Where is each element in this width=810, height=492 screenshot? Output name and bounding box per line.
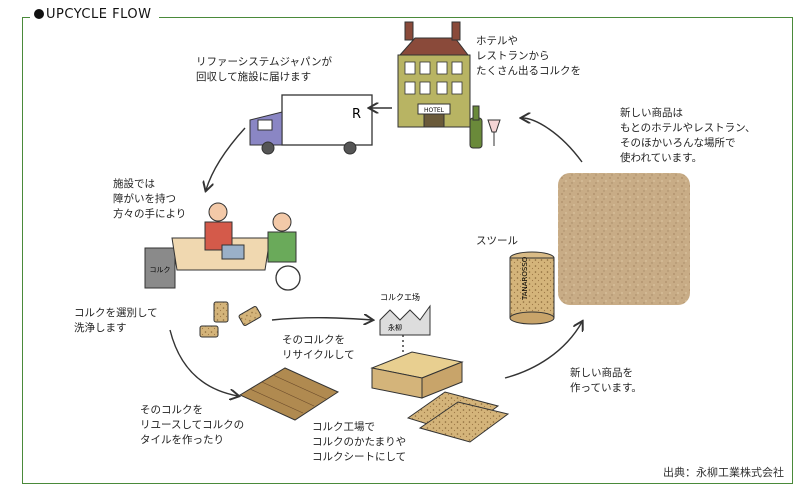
cork-tiles <box>238 367 340 421</box>
arrow-truck-to-facility <box>206 127 246 190</box>
flow-header: UPCYCLE FLOW <box>30 7 160 22</box>
wine-bottle-icon <box>469 105 501 149</box>
arrow-sheets-to-product <box>504 322 582 379</box>
box-label: コルク <box>150 266 171 274</box>
source-credit: 出典：永柳工業株式会社 <box>663 466 784 479</box>
truck-logo: R <box>352 107 361 122</box>
caption-new-product: 新しい商品はもとのホテルやレストラン、 そのほかいろんな場所で使われています。 <box>620 107 756 164</box>
arrow-sort-to-factory <box>271 318 372 320</box>
cork-block <box>370 351 464 399</box>
cork-pieces <box>199 301 262 338</box>
stool-brand: TANAROSSO <box>521 256 529 301</box>
caption-reuse: そのコルクをリユースしてコルクのタイルを作ったり <box>140 404 245 446</box>
factory-icon: 永柳 コルクエ场 <box>379 293 431 336</box>
header-title: UPCYCLE FLOW <box>46 7 152 22</box>
caption-sort: コルクを選別して洗浄します <box>74 307 158 334</box>
caption-recycle: そのコルクをリサイクルして <box>282 334 355 361</box>
caption-stool: スツール <box>476 235 518 247</box>
hotel-sign: HOTEL <box>424 107 445 114</box>
stool-icon: TANAROSSO <box>509 251 555 325</box>
cork-sheets <box>406 391 510 443</box>
flow-arrows <box>169 108 583 396</box>
caption-hotel: ホテルやレストランからたくさん出るコルクを <box>476 35 581 77</box>
caption-making: 新しい商品を作っています。 <box>570 367 642 394</box>
caption-truck: リファーシステムジャパンが回収して施設に届けます <box>196 56 332 83</box>
hotel-building: HOTEL <box>397 21 471 128</box>
arrow-product-to-hotel <box>522 118 583 163</box>
caption-facility: 施設では障がいを持つ方々の手により <box>113 178 187 220</box>
cork-photo <box>558 173 690 305</box>
flow-frame <box>22 17 793 484</box>
factory-sign-label: コルクエ场 <box>380 293 420 302</box>
bullet-icon <box>34 9 44 19</box>
facility-scene: コルク <box>144 202 301 291</box>
truck-icon: R <box>249 94 373 155</box>
factory-roof-label: 永柳 <box>388 323 402 332</box>
arrow-facility-to-tiles <box>169 329 238 396</box>
caption-factory: コルク工場でコルクのかたまりやコルクシートにして <box>312 421 407 463</box>
